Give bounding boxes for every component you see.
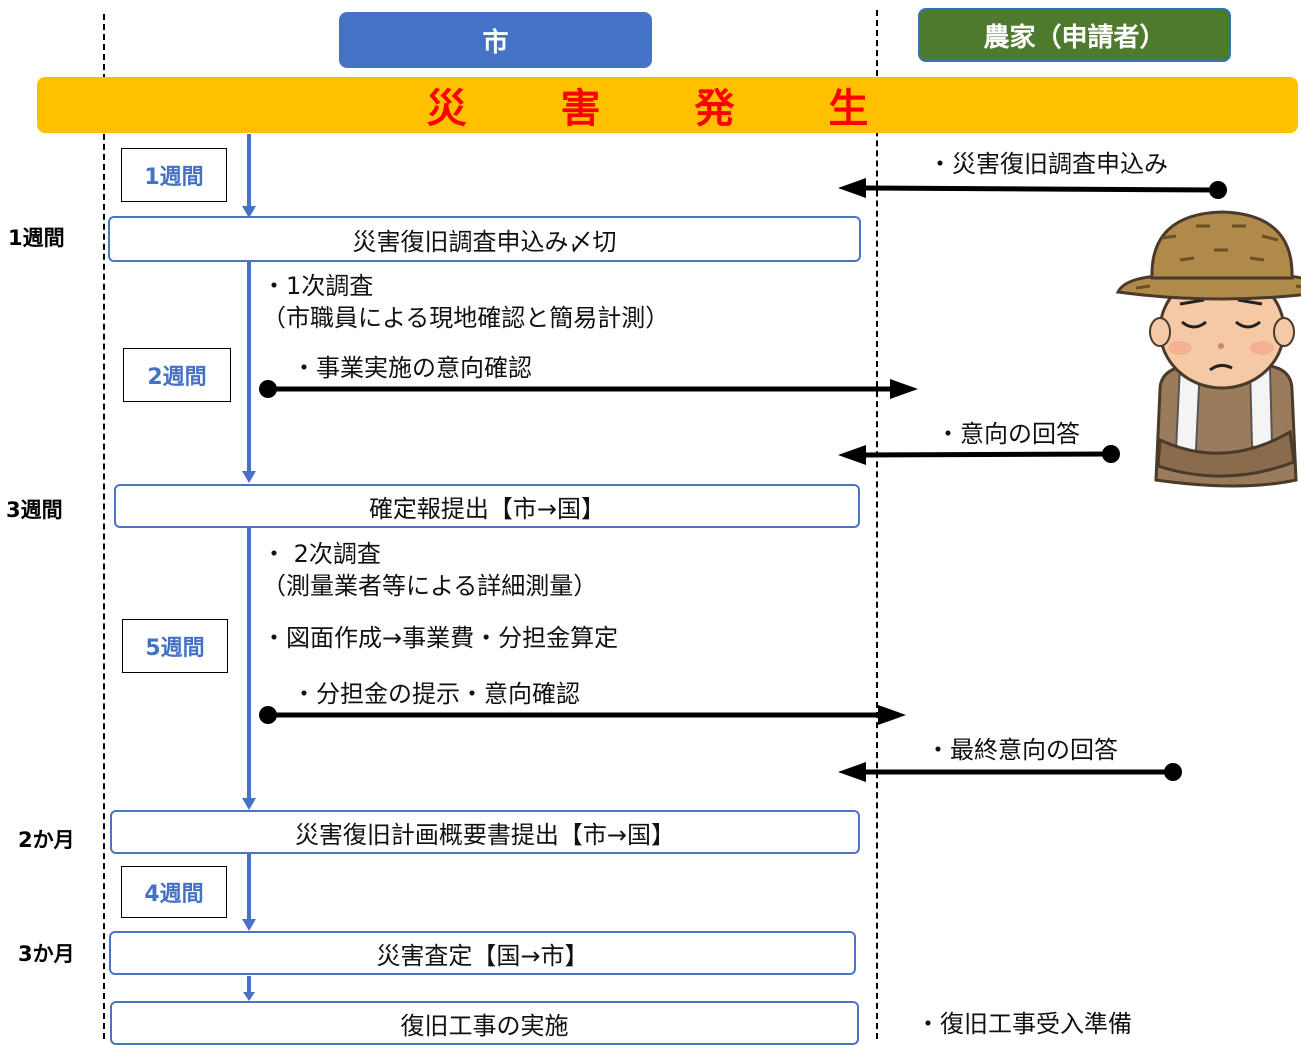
disaster-banner: 災 害 発 生 bbox=[37, 77, 1298, 133]
note-survey1-detail: （市職員による現地確認と簡易計測） bbox=[262, 304, 670, 332]
timeline-head-2 bbox=[242, 471, 256, 483]
note-intent-check: ・事業実施の意向確認 bbox=[292, 354, 532, 382]
timeline-head-4 bbox=[242, 919, 256, 931]
note-survey2-detail: （測量業者等による詳細測量） bbox=[262, 572, 598, 600]
apply-arrow-line bbox=[861, 185, 1219, 193]
reply-arrow-line bbox=[861, 451, 1112, 458]
farmer-thinking-icon bbox=[1115, 210, 1301, 488]
note-intent-reply: ・意向の回答 bbox=[936, 420, 1080, 448]
duration-box-2: 2週間 bbox=[123, 348, 231, 402]
time-label-1week: 1週間 bbox=[8, 226, 65, 250]
note-survey1: ・1次調査 bbox=[262, 272, 374, 300]
duration-box-4: 4週間 bbox=[121, 866, 227, 918]
share-arrow-head bbox=[878, 705, 906, 725]
note-share-present: ・分担金の提示・意向確認 bbox=[292, 680, 580, 708]
time-label-2months: 2か月 bbox=[18, 828, 75, 852]
reply-arrow-head bbox=[838, 445, 866, 465]
stage-plan: 災害復旧計画概要書提出【市→国】 bbox=[110, 810, 860, 854]
timeline-head-5 bbox=[243, 992, 255, 1001]
note-final-reply: ・最終意向の回答 bbox=[926, 736, 1118, 764]
intent-arrow-head bbox=[890, 379, 918, 399]
note-apply: ・災害復旧調査申込み bbox=[928, 150, 1168, 178]
final-arrow-head bbox=[838, 762, 866, 782]
city-header: 市 bbox=[339, 12, 652, 68]
duration-box-3: 5週間 bbox=[122, 619, 228, 673]
right-separator bbox=[876, 10, 878, 1039]
note-prep: ・復旧工事受入準備 bbox=[916, 1010, 1132, 1038]
left-separator bbox=[103, 14, 105, 1039]
stage-deadline: 災害復旧調査申込み〆切 bbox=[108, 216, 861, 262]
note-survey2: ・ 2次調査 bbox=[262, 540, 381, 568]
time-label-3weeks: 3週間 bbox=[6, 498, 63, 522]
timeline-head-1 bbox=[242, 206, 256, 218]
stage-report: 確定報提出【市→国】 bbox=[114, 484, 860, 528]
farmer-header: 農家（申請者） bbox=[918, 8, 1231, 62]
note-drawing: ・図面作成→事業費・分担金算定 bbox=[262, 624, 619, 652]
time-label-3months: 3か月 bbox=[18, 942, 75, 966]
duration-box-1: 1週間 bbox=[121, 148, 227, 202]
timeline-head-3 bbox=[242, 798, 256, 810]
stage-construction: 復旧工事の実施 bbox=[110, 1001, 859, 1045]
stage-assessment: 災害査定【国→市】 bbox=[109, 931, 856, 975]
apply-arrow-head bbox=[838, 178, 866, 198]
